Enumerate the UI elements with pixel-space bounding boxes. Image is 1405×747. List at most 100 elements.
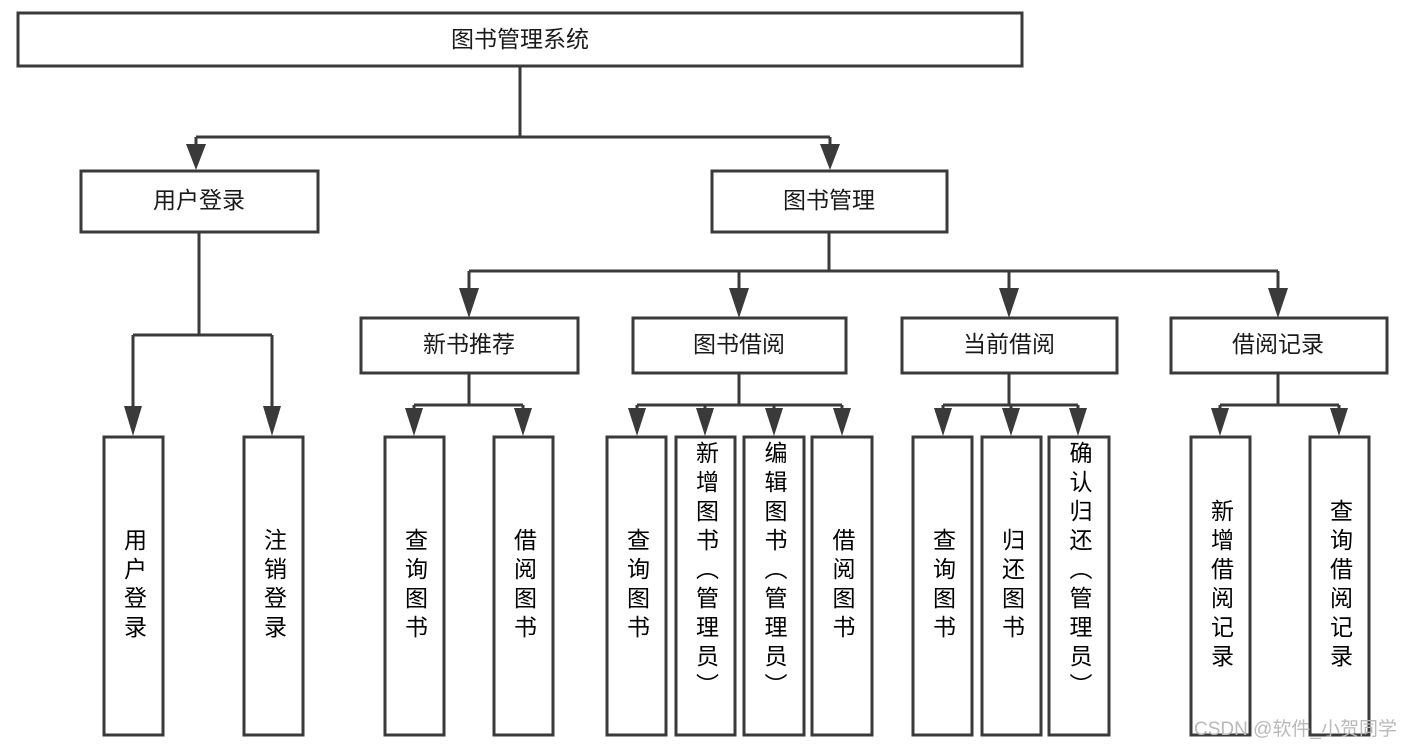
node-current-borrow[interactable]: 当前借阅 (900, 316, 1119, 375)
node-user-login-box[interactable] (79, 169, 320, 234)
leaf-cb-confirm-return-box[interactable] (1047, 435, 1111, 737)
leaf-br-add-record[interactable]: 新增借阅记录 (1189, 435, 1252, 737)
leaf-cb-confirm-return[interactable]: 确认归还（管理员） (1047, 435, 1111, 737)
leaf-cb-return-book-text-wrap: 归还图书 (998, 528, 1025, 644)
leaf-br-query-record[interactable]: 查询借阅记录 (1308, 435, 1371, 737)
arrow-head-current-borrow (999, 288, 1019, 318)
leaf-bb-add-book-box[interactable] (674, 435, 737, 737)
leaf-cb-query-book-label: 查询图书 (929, 528, 956, 644)
node-root-label: 图书管理系统 (451, 26, 589, 52)
leaf-cb-return-book[interactable]: 归还图书 (980, 435, 1043, 737)
leaf-bb-query-book-text-wrap: 查询图书 (623, 528, 650, 644)
node-borrow-record-label: 借阅记录 (1232, 331, 1324, 357)
node-user-login[interactable]: 用户登录 (79, 169, 320, 234)
leaf-nb-query-book-text-wrap: 查询图书 (401, 528, 428, 644)
arrow-head-book-manage (820, 144, 840, 170)
node-book-management-box[interactable] (710, 169, 949, 234)
node-current-borrow-box[interactable] (900, 316, 1119, 375)
leaf-nb-borrow-book[interactable]: 借阅图书 (492, 435, 555, 737)
leaf-nb-borrow-book-text-wrap: 借阅图书 (510, 528, 537, 644)
leaf-bb-add-book[interactable]: 新增图书（管理员） (674, 435, 737, 737)
node-borrow-record[interactable]: 借阅记录 (1169, 316, 1389, 375)
node-new-book-recommend-label: 新书推荐 (423, 331, 515, 357)
leaf-br-query-record-text-wrap: 查询借阅记录 (1326, 499, 1353, 673)
leaf-user-login-box[interactable] (102, 435, 165, 737)
leaf-bb-edit-book[interactable]: 编辑图书（管理员） (742, 435, 806, 737)
leaf-cb-return-book-label: 归还图书 (998, 528, 1025, 644)
leaf-nb-borrow-book-box[interactable] (492, 435, 555, 737)
leaf-user-login-text-wrap: 用户登录 (120, 528, 147, 644)
node-book-borrow-box[interactable] (631, 316, 848, 375)
leaf-br-add-record-text-wrap: 新增借阅记录 (1207, 499, 1234, 673)
node-new-book-recommend[interactable]: 新书推荐 (359, 316, 580, 375)
leaf-bb-borrow-book-label: 借阅图书 (829, 528, 855, 644)
arrow-head-cb-confirm-return (1069, 408, 1087, 436)
arrow-head-br-add-record (1211, 408, 1229, 436)
leaf-nb-query-book-box[interactable] (383, 435, 446, 737)
leaf-bb-borrow-book-box[interactable] (810, 435, 874, 737)
arrow-head-leaf-user-login (124, 406, 142, 436)
leaf-cb-query-book-text-wrap: 查询图书 (929, 528, 956, 644)
arrow-head-user-login (186, 144, 206, 170)
node-book-management[interactable]: 图书管理 (710, 169, 949, 234)
node-borrow-record-box[interactable] (1169, 316, 1389, 375)
arrow-head-nb-query-book (405, 408, 423, 436)
leaf-user-login-label: 用户登录 (120, 528, 147, 644)
connector-group-current-borrow (934, 373, 1087, 436)
leaf-user-login[interactable]: 用户登录 (102, 435, 165, 737)
leaf-bb-add-book-text-wrap: 新增图书（管理员） (692, 441, 719, 702)
leaf-br-query-record-label: 查询借阅记录 (1326, 499, 1353, 673)
arrow-head-bb-edit-book (765, 408, 783, 436)
node-book-management-label: 图书管理 (783, 187, 875, 213)
arrow-head-bb-borrow-book (833, 408, 851, 436)
node-root-box[interactable] (16, 11, 1024, 68)
node-book-borrow[interactable]: 图书借阅 (631, 316, 848, 375)
leaf-nb-borrow-book-label: 借阅图书 (510, 528, 537, 644)
leaf-cb-query-book-box[interactable] (911, 435, 974, 737)
leaf-bb-edit-book-label: 编辑图书（管理员） (761, 441, 787, 702)
connector-group-borrow-record (1211, 373, 1348, 436)
connector-group-book-manage (459, 232, 1288, 318)
leaf-logout-box[interactable] (242, 435, 305, 737)
leaf-bb-edit-book-box[interactable] (742, 435, 806, 737)
node-new-book-recommend-box[interactable] (359, 316, 580, 375)
leaf-br-add-record-box[interactable] (1189, 435, 1252, 737)
node-root-book-management-system[interactable]: 图书管理系统 (16, 11, 1024, 68)
leaf-cb-query-book[interactable]: 查询图书 (911, 435, 974, 737)
leaf-cb-confirm-return-label: 确认归还（管理员） (1066, 441, 1092, 702)
arrow-head-borrow-record (1268, 288, 1288, 318)
node-book-borrow-label: 图书借阅 (693, 331, 785, 357)
leaf-logout-label: 注销登录 (260, 528, 287, 644)
arrow-head-bb-add-book (696, 408, 714, 436)
connector-group-new-book-recommend (405, 373, 532, 436)
leaf-bb-add-book-label: 新增图书（管理员） (692, 441, 719, 702)
leaf-bb-edit-book-text-wrap: 编辑图书（管理员） (761, 441, 787, 702)
arrow-head-new-book-recommend (459, 288, 479, 318)
leaf-cb-return-book-box[interactable] (980, 435, 1043, 737)
arrow-head-cb-query-book (934, 408, 952, 436)
arrow-head-book-borrow (729, 288, 749, 318)
arrow-head-br-query-record (1330, 408, 1348, 436)
connector-group-book-borrow (628, 373, 851, 436)
arrow-head-leaf-logout (263, 406, 281, 436)
leaf-cb-confirm-return-text-wrap: 确认归还（管理员） (1066, 441, 1092, 702)
leaf-logout[interactable]: 注销登录 (242, 435, 305, 737)
leaf-bb-query-book-label: 查询图书 (623, 528, 650, 644)
leaf-logout-text-wrap: 注销登录 (260, 528, 287, 644)
leaf-nb-query-book[interactable]: 查询图书 (383, 435, 446, 737)
arrow-head-cb-return-book (1002, 408, 1020, 436)
leaf-bb-query-book-box[interactable] (605, 435, 668, 737)
leaf-bb-borrow-book[interactable]: 借阅图书 (810, 435, 874, 737)
node-user-login-label: 用户登录 (153, 187, 245, 213)
leaf-bb-borrow-book-text-wrap: 借阅图书 (829, 528, 855, 644)
leaf-br-add-record-label: 新增借阅记录 (1207, 499, 1234, 673)
arrow-head-bb-query-book (628, 408, 646, 436)
leaf-bb-query-book[interactable]: 查询图书 (605, 435, 668, 737)
leaf-nb-query-book-label: 查询图书 (401, 528, 428, 644)
connector-group-user-login (124, 232, 281, 436)
arrow-head-nb-borrow-book (514, 408, 532, 436)
node-current-borrow-label: 当前借阅 (963, 331, 1055, 357)
leaf-br-query-record-box[interactable] (1308, 435, 1371, 737)
